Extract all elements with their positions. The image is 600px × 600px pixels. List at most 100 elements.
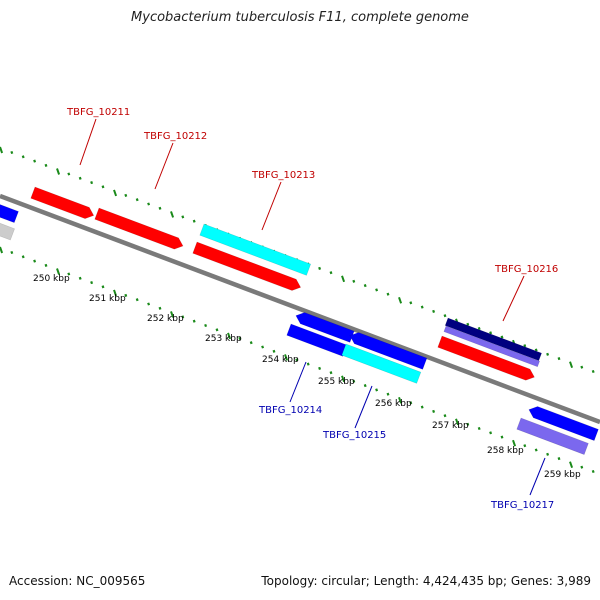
genome-stats-label: Topology: circular; Length: 4,424,435 bp… bbox=[261, 574, 591, 588]
gene-tbfg-10215[interactable] bbox=[341, 343, 422, 384]
inner-major-tick bbox=[341, 375, 346, 383]
gene-tbfg-10213[interactable] bbox=[199, 223, 312, 276]
inner-major-tick bbox=[569, 461, 574, 469]
gene-arrow bbox=[341, 343, 422, 384]
gene-tbfg-10214-upper[interactable] bbox=[294, 310, 355, 343]
inner-minor-tick bbox=[33, 259, 37, 263]
outer-major-tick bbox=[170, 211, 175, 218]
gene-arrow bbox=[94, 207, 184, 250]
kbp-255: 255 kbp bbox=[318, 377, 355, 387]
gene-tbfg-10212[interactable] bbox=[94, 207, 185, 252]
gene-arrow bbox=[444, 317, 542, 362]
inner-minor-tick bbox=[534, 448, 538, 452]
inner-minor-tick bbox=[147, 302, 151, 306]
inner-minor-tick bbox=[352, 379, 356, 383]
inner-minor-tick bbox=[580, 465, 584, 469]
kbp-251: 251 kbp bbox=[89, 294, 126, 304]
label-tbfg-10216[interactable]: TBFG_10216 bbox=[494, 264, 558, 275]
label-tbfg-10215[interactable]: TBFG_10215 bbox=[322, 430, 386, 441]
outer-minor-tick bbox=[489, 331, 493, 335]
inner-minor-tick bbox=[204, 323, 208, 328]
inner-minor-tick bbox=[409, 401, 413, 405]
gene-tbfg-10214[interactable] bbox=[286, 323, 348, 357]
gene-blue-10217-upper[interactable] bbox=[527, 404, 599, 441]
gene-arrow bbox=[286, 323, 348, 357]
callout-10215 bbox=[354, 385, 373, 429]
outer-minor-tick bbox=[44, 163, 48, 167]
outer-minor-tick bbox=[432, 309, 436, 313]
outer-minor-tick bbox=[10, 150, 14, 155]
inner-minor-tick bbox=[500, 435, 504, 439]
gene-tbfg-10216[interactable] bbox=[444, 317, 542, 362]
outer-minor-tick bbox=[523, 344, 527, 348]
kbp-257: 257 kbp bbox=[432, 421, 469, 431]
inner-major-tick bbox=[398, 396, 403, 404]
label-tbfg-10217[interactable]: TBFG_10217 bbox=[490, 500, 554, 511]
inner-minor-tick bbox=[249, 341, 253, 345]
inner-minor-tick bbox=[386, 392, 390, 396]
inner-major-tick bbox=[227, 332, 232, 340]
inner-major-tick bbox=[113, 289, 118, 297]
outer-minor-tick bbox=[500, 335, 504, 339]
outer-minor-tick bbox=[363, 284, 367, 288]
kbp-253: 253 kbp bbox=[205, 334, 242, 344]
callout-10212 bbox=[154, 142, 174, 190]
label-tbfg-10214[interactable]: TBFG_10214 bbox=[258, 405, 322, 416]
inner-minor-tick bbox=[306, 362, 310, 366]
outer-minor-tick bbox=[580, 365, 584, 369]
tick-marks bbox=[0, 146, 595, 474]
inner-minor-tick bbox=[215, 328, 219, 332]
kbp-252: 252 kbp bbox=[147, 314, 184, 324]
inner-minor-tick bbox=[557, 457, 561, 461]
label-tbfg-10212[interactable]: TBFG_10212 bbox=[143, 131, 207, 142]
outer-major-tick bbox=[569, 361, 574, 369]
inner-minor-tick bbox=[181, 315, 185, 319]
gene-arrow bbox=[528, 406, 599, 441]
outer-minor-tick bbox=[78, 176, 82, 180]
outer-minor-tick bbox=[466, 322, 470, 326]
gene-arrow bbox=[437, 335, 535, 381]
outer-minor-tick bbox=[443, 314, 447, 318]
outer-minor-tick bbox=[534, 348, 538, 352]
gene-labels: TBFG_10211 TBFG_10212 TBFG_10213 TBFG_10… bbox=[66, 107, 558, 511]
callout-10211 bbox=[79, 118, 97, 166]
inner-minor-tick bbox=[523, 444, 527, 448]
inner-minor-tick bbox=[420, 405, 424, 409]
inner-minor-tick bbox=[124, 293, 128, 297]
backbone bbox=[0, 193, 600, 425]
outer-minor-tick bbox=[557, 357, 561, 361]
label-tbfg-10211[interactable]: TBFG_10211 bbox=[66, 107, 130, 118]
outer-major-tick bbox=[398, 296, 403, 304]
callout-10214 bbox=[289, 361, 307, 403]
inner-minor-tick bbox=[489, 431, 493, 435]
outer-minor-tick bbox=[352, 279, 356, 283]
gene-red-under-10216[interactable] bbox=[437, 335, 537, 383]
outer-minor-tick bbox=[318, 266, 322, 270]
inner-major-tick bbox=[56, 268, 61, 275]
inner-minor-tick bbox=[591, 469, 595, 474]
outer-major-tick bbox=[56, 168, 61, 175]
gene-blue-upper-right[interactable] bbox=[348, 330, 428, 370]
outer-minor-tick bbox=[477, 326, 481, 331]
inner-minor-tick bbox=[477, 426, 481, 431]
gene-edge-gray[interactable] bbox=[0, 220, 15, 241]
outer-minor-tick bbox=[329, 271, 333, 275]
kbp-259: 259 kbp bbox=[544, 470, 581, 480]
gene-arrow bbox=[443, 325, 540, 368]
scale-labels: 250 kbp 251 kbp 252 kbp 253 kbp 254 kbp … bbox=[33, 274, 581, 480]
gene-violet-10216[interactable] bbox=[443, 325, 540, 368]
gene-arrow bbox=[295, 312, 355, 343]
gene-edge-blue[interactable] bbox=[0, 202, 19, 224]
label-callouts bbox=[79, 118, 546, 496]
gene-red-under-10213[interactable] bbox=[192, 241, 303, 293]
gene-tbfg-10217[interactable] bbox=[516, 417, 589, 455]
outer-major-tick bbox=[113, 189, 118, 197]
kbp-256: 256 kbp bbox=[375, 399, 412, 409]
inner-minor-tick bbox=[90, 281, 94, 285]
outer-minor-tick bbox=[67, 172, 71, 176]
gene-tbfg-10211[interactable] bbox=[30, 186, 96, 221]
outer-minor-tick bbox=[21, 155, 25, 159]
label-tbfg-10213[interactable]: TBFG_10213 bbox=[251, 170, 315, 181]
outer-minor-tick bbox=[409, 301, 413, 305]
